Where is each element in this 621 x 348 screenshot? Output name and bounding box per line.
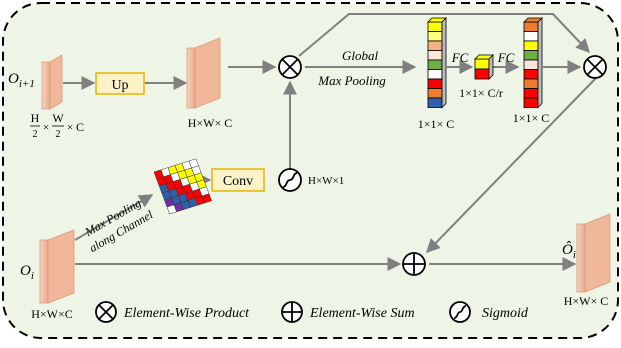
svg-text:×: × <box>67 120 74 134</box>
global-pool-label-line1: Global <box>342 48 379 63</box>
svg-text:×: × <box>43 120 50 134</box>
product-operator-channel <box>584 56 606 78</box>
feature-map-upper-input <box>42 55 62 109</box>
vec2-cell <box>524 22 538 32</box>
fc2-label: FC <box>497 50 515 65</box>
vec1-cell <box>428 32 442 42</box>
sum-operator <box>403 253 425 275</box>
vec2-side-face <box>538 18 542 108</box>
upsampled-dims: H×W× C <box>188 116 233 130</box>
channel-vector-excited <box>524 18 542 108</box>
vec1-cell <box>428 60 442 70</box>
svg-text:2: 2 <box>33 129 38 140</box>
svg-text:H: H <box>31 111 40 125</box>
vec-mid-cell <box>475 69 489 79</box>
vec1-cell <box>428 98 442 108</box>
vec2-cell <box>524 89 538 99</box>
svg-text:2: 2 <box>56 129 61 140</box>
output-dims: H×W× C <box>564 294 609 308</box>
vec1-cell <box>428 79 442 89</box>
vec2-cell <box>524 98 538 108</box>
vec1-cell <box>428 22 442 32</box>
vec2-dims: 1×1× C <box>513 111 550 125</box>
vec-mid-dims: 1×1× C/r <box>459 86 503 100</box>
conv-label: Conv <box>223 174 253 189</box>
feature-map-upsampled <box>187 38 220 108</box>
fc1-label: FC <box>451 50 469 65</box>
vec1-cell <box>428 41 442 51</box>
up-label: Up <box>111 78 128 93</box>
feature-map-output <box>577 214 610 292</box>
element-wise-sum-icon <box>282 302 302 322</box>
vec2-cell <box>524 51 538 61</box>
vec1-side-face <box>442 18 446 108</box>
channel-vector-reduced <box>475 55 493 79</box>
sigmoid-operator <box>279 169 301 191</box>
lower-input-dims: H×W×C <box>31 307 73 321</box>
legend-product-label: Element-Wise Product <box>123 306 250 321</box>
legend-sum-label: Element-Wise Sum <box>309 306 415 321</box>
vec-mid-cell <box>475 59 489 69</box>
vec1-dims: 1×1× C <box>418 117 455 131</box>
global-pool-label-line2: Max Pooling <box>317 73 386 88</box>
vec-mid-side-face <box>489 55 493 79</box>
vec1-cell <box>428 70 442 80</box>
vec2-cell <box>524 79 538 89</box>
feature-map-lower-input <box>40 230 74 303</box>
vec2-cell <box>524 41 538 51</box>
sigmoid-icon <box>450 302 470 322</box>
vec1-cell <box>428 51 442 61</box>
product-operator-spatial <box>279 56 301 78</box>
channel-vector-global-pool <box>428 18 446 108</box>
vec2-cell <box>524 70 538 80</box>
legend-sigmoid-label: Sigmoid <box>482 306 529 321</box>
vec1-cell <box>428 89 442 99</box>
svg-text:W: W <box>52 111 64 125</box>
vec2-cell <box>524 60 538 70</box>
conv-out-dims: H×W×1 <box>308 175 344 187</box>
element-wise-product-icon <box>96 302 116 322</box>
svg-text:C: C <box>76 120 84 134</box>
vec2-cell <box>524 32 538 42</box>
